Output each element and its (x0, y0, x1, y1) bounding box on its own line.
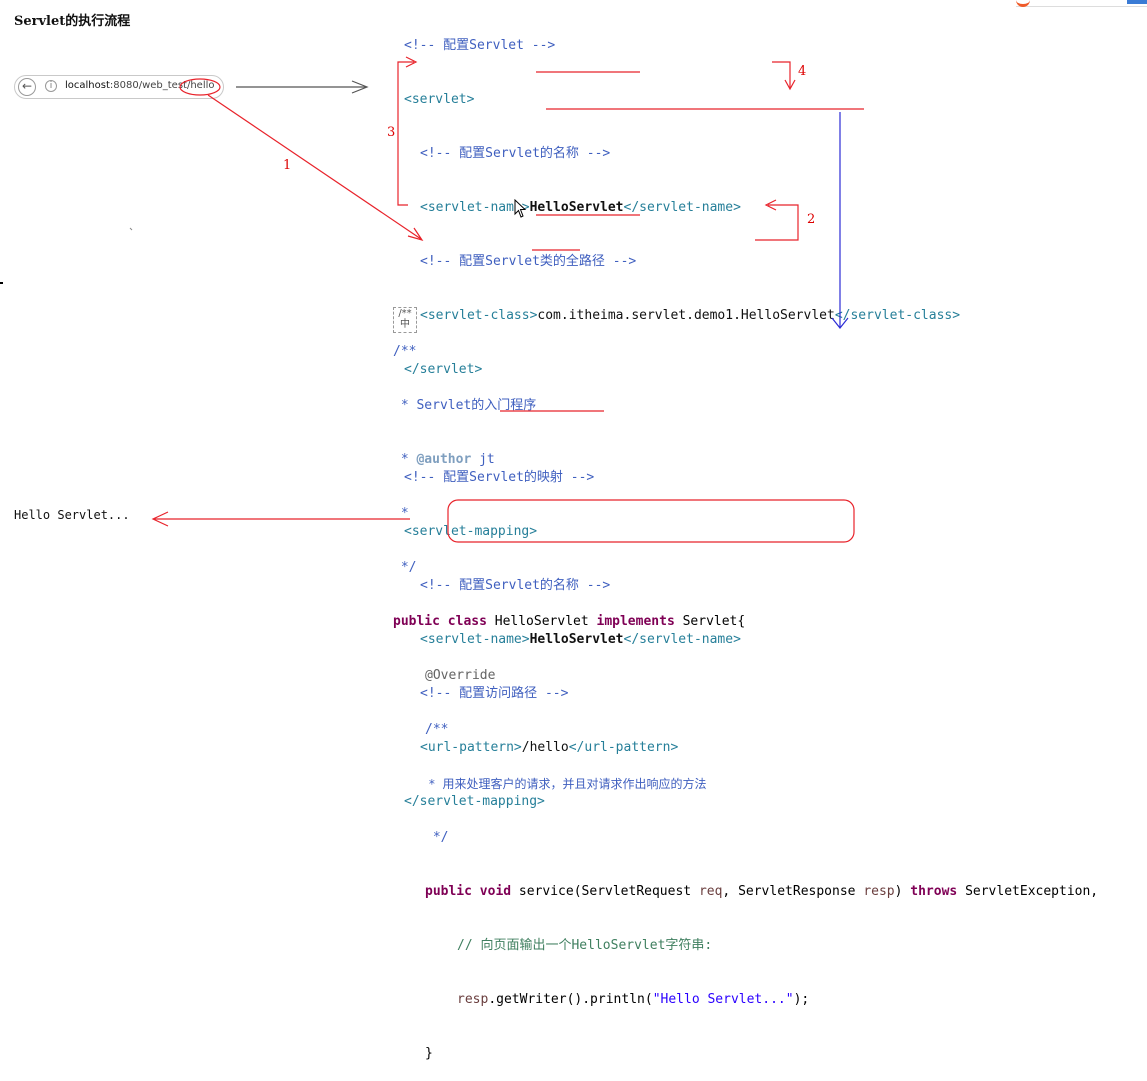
response-output: Hello Servlet... (14, 508, 130, 522)
println-statement: resp.getWriter().println("Hello Servlet.… (457, 992, 810, 1007)
ime-indicator-icon: /**中 (393, 307, 417, 333)
step-number-3: 3 (387, 125, 396, 140)
mouse-cursor-icon (514, 199, 527, 218)
xml-servlet-open: <servlet> (404, 92, 475, 107)
javadoc-author-line: * @author jt (393, 452, 495, 467)
step-1-arrow (207, 94, 424, 242)
url-text[interactable]: localhost:8080/web_test/hello (65, 80, 215, 91)
request-arrow (236, 80, 369, 94)
class-declaration: public class HelloServlet implements Ser… (393, 614, 746, 629)
javadoc-line: */ (425, 830, 449, 845)
xml-comment: <!-- 配置Servlet的名称 --> (420, 146, 611, 161)
page-title: Servlet的执行流程 (14, 14, 131, 29)
javadoc-line: * 用来处理客户的请求，并且对请求作出响应的方法 (425, 777, 707, 791)
code-comment: // 向页面输出一个HelloServlet字符串: (457, 938, 713, 953)
back-arrow-icon[interactable]: ← (18, 78, 36, 96)
override-annotation: @Override (425, 668, 496, 683)
xml-servlet-close: </servlet> (404, 362, 483, 377)
step-number-1: 1 (283, 158, 292, 173)
closing-brace: } (425, 1046, 433, 1061)
xml-servlet-class-line: <servlet-class>com.itheima.servlet.demo1… (420, 308, 961, 323)
step-number-4: 4 (798, 64, 807, 79)
response-arrow (151, 511, 410, 527)
browser-address-bar[interactable]: ← i localhost:8080/web_test/hello (14, 75, 224, 99)
xml-comment: <!-- 配置Servlet类的全路径 --> (420, 254, 637, 269)
xml-comment: <!-- 配置Servlet的映射 --> (404, 470, 595, 485)
info-icon: i (45, 80, 57, 92)
java-servlet-code: /** * Servlet的入门程序 * @author jt * */ pub… (393, 307, 1098, 1081)
step-number-2: 2 (807, 212, 816, 227)
javadoc-line: */ (393, 560, 417, 575)
xml-comment: <!-- 配置Servlet --> (404, 38, 556, 53)
corner-logo (1016, 0, 1147, 7)
service-method-signature: public void service(ServletRequest req, … (425, 884, 1099, 899)
javadoc-line: * (393, 506, 409, 521)
javadoc-line: /** (425, 722, 449, 737)
javadoc-line: /** (393, 344, 417, 359)
javadoc-line: * Servlet的入门程序 (393, 398, 537, 413)
xml-servlet-name-line: <servlet-name>HelloServlet</servlet-name… (420, 200, 741, 215)
